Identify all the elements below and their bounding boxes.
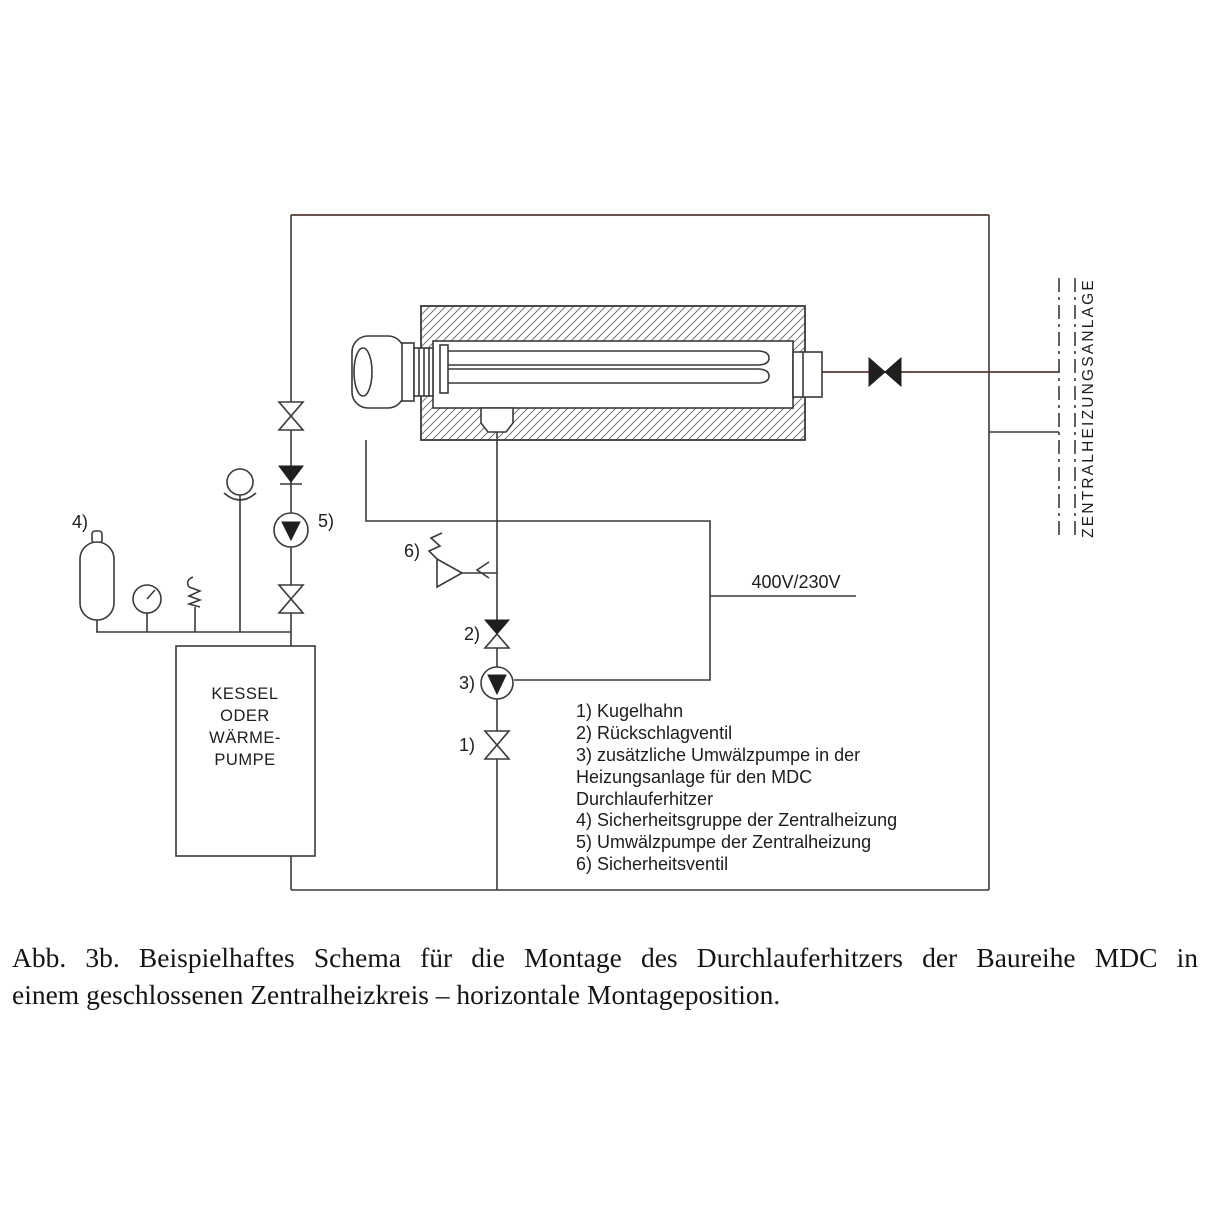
cap-collar [401, 342, 415, 402]
heating-element-lower [447, 368, 770, 384]
legend-line-8: 6) Sicherheitsventil [576, 854, 728, 874]
heater-outlet-cap [792, 351, 823, 398]
check-valve-2 [483, 619, 511, 649]
label-5: 5) [318, 511, 334, 531]
valve-bottom-lower [277, 597, 305, 614]
legend: 1) Kugelhahn 2) Rückschlagventil 3) zusä… [576, 701, 897, 874]
legend-line-7: 5) Umwälzpumpe der Zentralheizung [576, 832, 871, 852]
ball-valve-1-lower [483, 743, 511, 760]
check-valve-2-disc [483, 619, 511, 635]
sensor-body [226, 468, 254, 496]
legend-line-1: 1) Kugelhahn [576, 701, 683, 721]
left-riser-components: 5) [223, 401, 334, 632]
voltage-label: 400V/230V [751, 572, 840, 592]
element-plate [439, 344, 449, 394]
check-valve-left [278, 465, 304, 485]
sensor-bracket [223, 492, 257, 501]
kessel-outline [175, 645, 316, 857]
legend-line-3: 3) zusätzliche Umwälzpumpe in der [576, 745, 860, 765]
label-1: 1) [459, 735, 475, 755]
gauge-needle [146, 589, 156, 600]
ball-valve-1-upper [483, 730, 511, 747]
left-cap-ring [353, 347, 373, 397]
pump-5-impeller [281, 521, 301, 542]
pressure-gauge [132, 584, 162, 632]
safety-valve-6 [427, 532, 497, 589]
caption-line-1: Abb. 3b. Beispielhaftes Schema für die M… [12, 942, 1198, 973]
small-valve-lever [186, 576, 194, 588]
center-line-components: 6) 2) 3) 1) [404, 532, 514, 760]
legend-line-5: Durchlauferhitzer [576, 789, 713, 809]
legend-line-6: 4) Sicherheitsgruppe der Zentralheizung [576, 810, 897, 830]
ball-valve-1 [483, 730, 511, 760]
zentralheizung-wall: ZENTRALHEIZUNGSANLAGE [1058, 278, 1097, 538]
label-6: 6) [404, 541, 420, 561]
schematic-diagram: 400V/230V ZENTRALHEIZUNGSANLAGE [72, 214, 1097, 891]
safety-valve-spring [427, 532, 443, 560]
heater-bottom-port [480, 407, 514, 433]
vessel-body [79, 541, 115, 621]
shutoff-valve-bottom [277, 584, 305, 614]
valve-bottom-upper [277, 584, 305, 601]
small-valve-spring [186, 586, 203, 608]
valve-top-upper [277, 401, 305, 418]
shutoff-valve-top [277, 401, 305, 431]
collar-ribs [418, 348, 430, 396]
safety-valve-small [186, 576, 203, 632]
outlet-valve [868, 356, 902, 388]
zentralheizung-label: ZENTRALHEIZUNGSANLAGE [1080, 278, 1097, 538]
label-2: 2) [464, 624, 480, 644]
heating-element-upper [447, 350, 770, 366]
caption-line-2: einem geschlossenen Zentralheizkreis – h… [12, 979, 781, 1010]
legend-line-4: Heizungsanlage für den MDC [576, 767, 812, 787]
kessel-line-1: KESSEL [211, 685, 278, 703]
kessel-line-3: WÄRME- [209, 729, 281, 747]
outlet-valve-left-half [868, 356, 886, 388]
pump-3-impeller [487, 674, 507, 696]
safety-group: 4) [72, 512, 203, 632]
sensor-well [223, 468, 257, 632]
kessel-box: KESSEL ODER WÄRME- PUMPE [175, 645, 316, 857]
valve-top-lower [277, 414, 305, 431]
electrical-conduit [365, 440, 856, 681]
discharge-arrow [475, 561, 490, 579]
expansion-vessel [79, 530, 115, 632]
pump-5 [273, 512, 309, 548]
kessel-line-2: ODER [220, 707, 270, 725]
check-valve-left-disc [278, 465, 304, 483]
figure-caption: Abb. 3b. Beispielhaftes Schema für die M… [0, 925, 1214, 1013]
legend-line-2: 2) Rückschlagventil [576, 723, 732, 743]
check-valve-2-seat [483, 632, 511, 649]
electrical-lines: 400V/230V [365, 440, 856, 681]
label-3: 3) [459, 673, 475, 693]
safety-valve-body [436, 557, 464, 589]
heater-assembly [351, 305, 823, 441]
pump-3 [480, 666, 514, 700]
outlet-valve-right-half [884, 356, 902, 388]
label-4: 4) [72, 512, 88, 532]
kessel-line-4: PUMPE [214, 751, 275, 769]
piping-loop [96, 214, 1059, 891]
